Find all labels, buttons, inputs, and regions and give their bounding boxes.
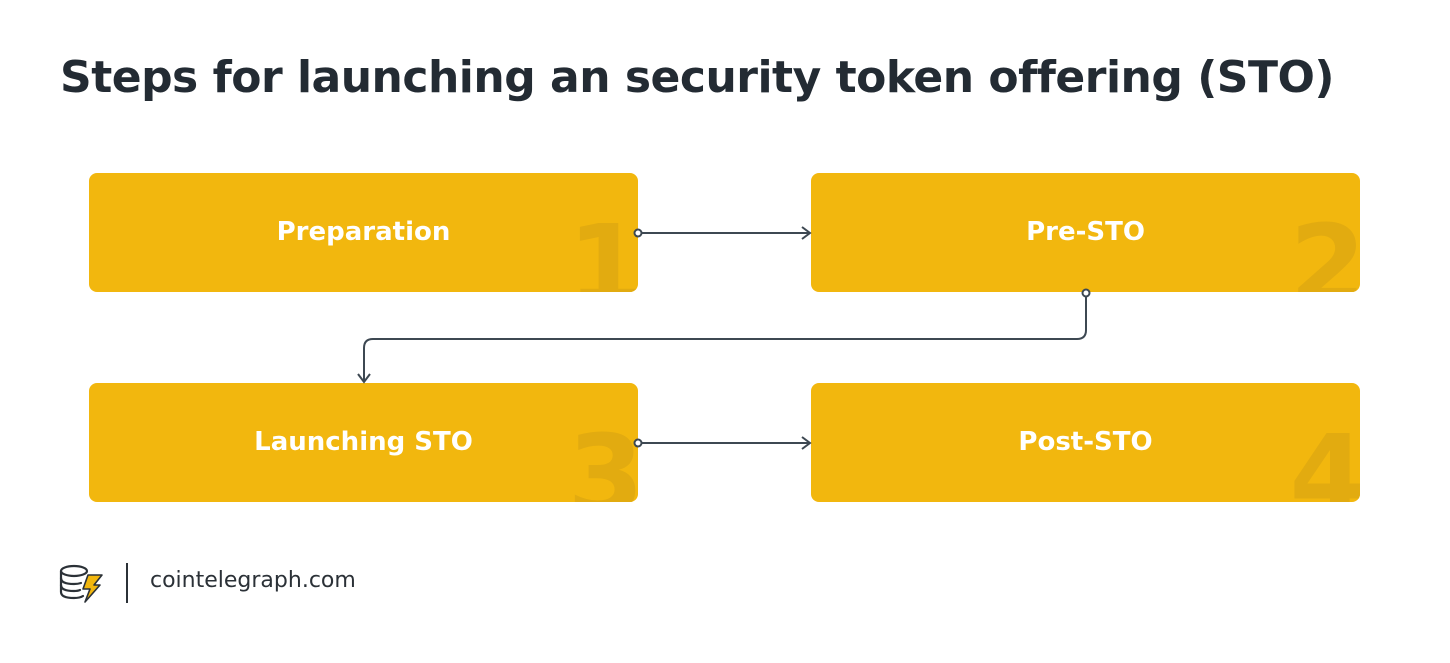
diagram-title: Steps for launching an security token of… <box>60 52 1335 103</box>
step-label: Preparation <box>276 217 451 247</box>
step-number: 2 <box>1289 201 1360 292</box>
step-box-post-sto: 4 Post-STO <box>811 383 1360 502</box>
step-label: Launching STO <box>254 427 473 457</box>
step-box-pre-sto: 2 Pre-STO <box>811 173 1360 292</box>
step-box-preparation: 1 Preparation <box>89 173 638 292</box>
step-number: 1 <box>567 201 638 292</box>
arrow-step1-to-step2 <box>633 226 812 240</box>
cointelegraph-logo-icon <box>59 564 103 603</box>
step-number: 4 <box>1289 411 1360 502</box>
footer-divider <box>126 563 128 603</box>
arrow-step3-to-step4 <box>633 436 812 450</box>
arrow-step2-to-step3 <box>357 288 1091 384</box>
footer-site-text: cointelegraph.com <box>150 568 356 593</box>
step-label: Post-STO <box>1018 427 1153 457</box>
step-number: 3 <box>567 411 638 502</box>
step-box-launching-sto: 3 Launching STO <box>89 383 638 502</box>
step-label: Pre-STO <box>1026 217 1145 247</box>
